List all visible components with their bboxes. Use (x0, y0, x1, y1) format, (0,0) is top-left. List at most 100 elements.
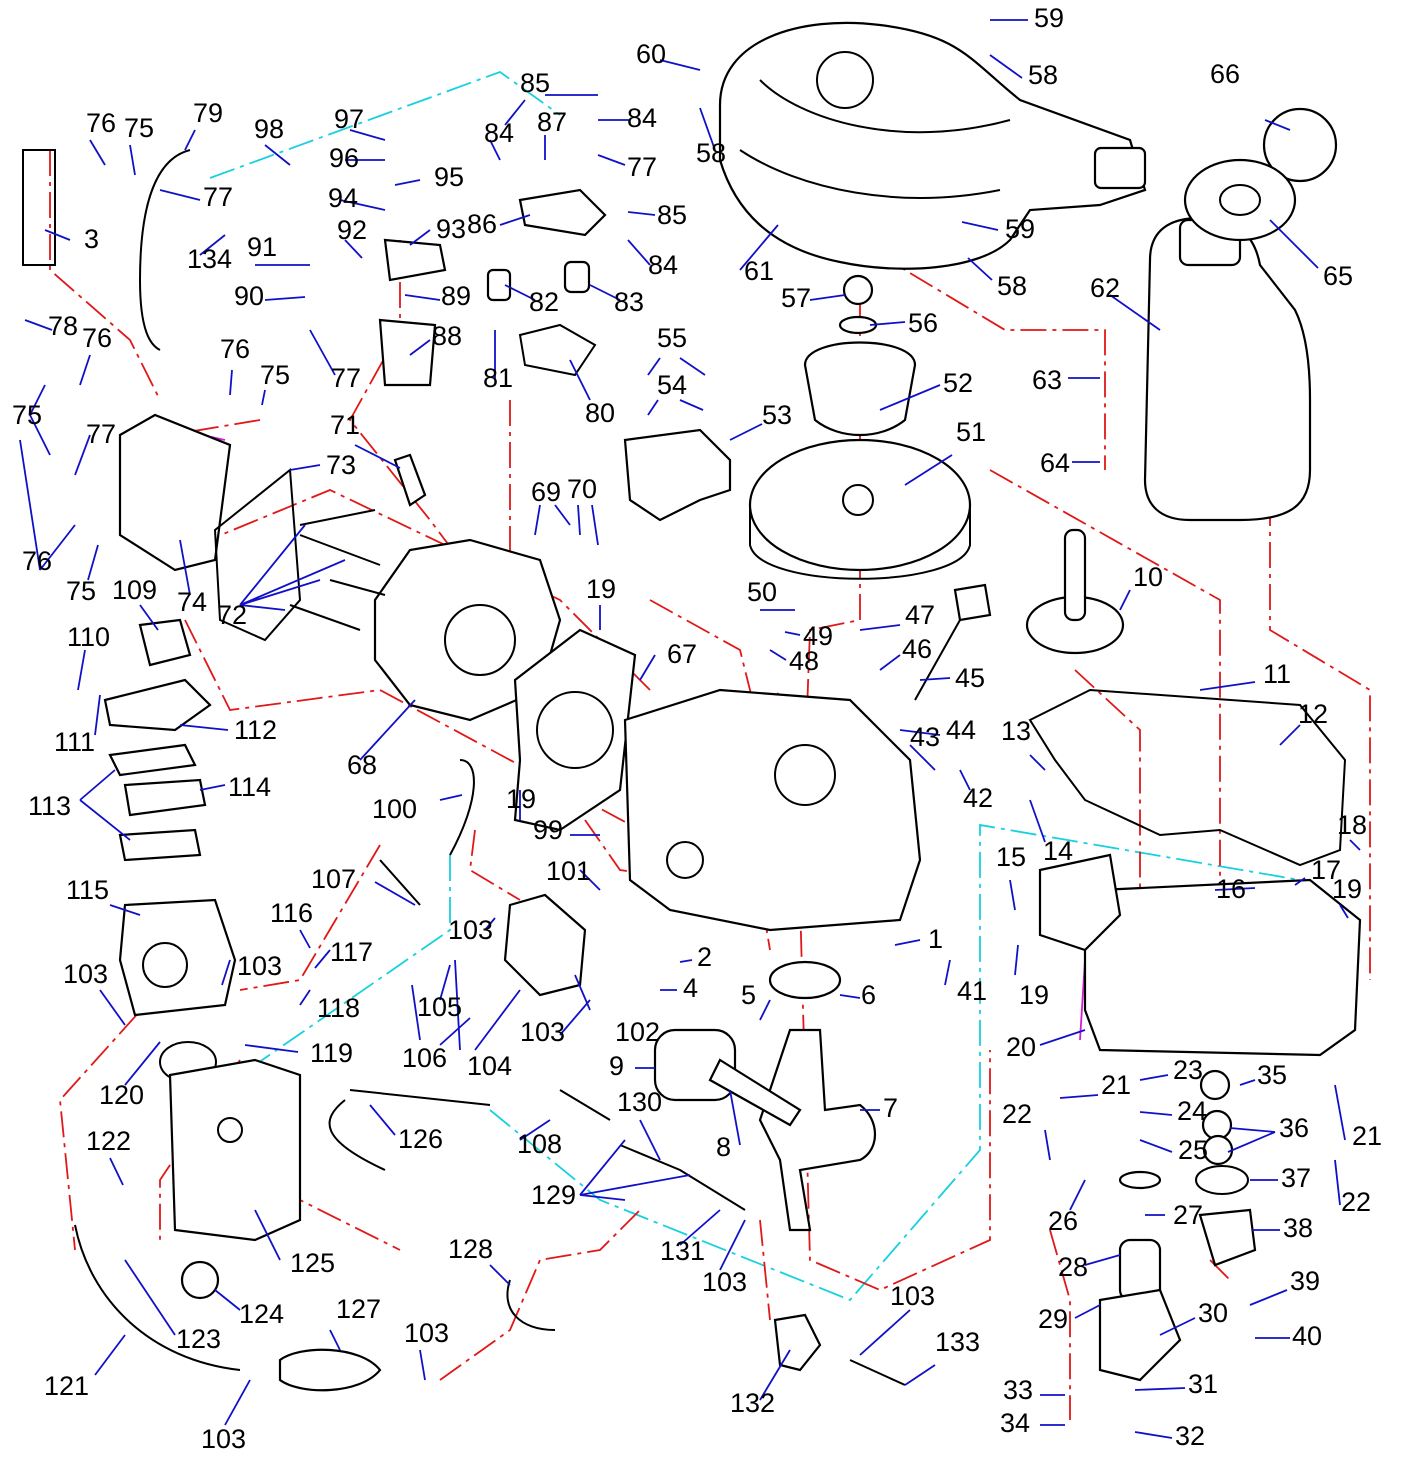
callout-label: 91 (247, 232, 277, 262)
callout-label: 55 (657, 323, 687, 353)
callout-label: 38 (1283, 1213, 1313, 1243)
callout-label: 26 (1048, 1206, 1078, 1236)
callout-label: 96 (329, 143, 359, 173)
callout-label: 56 (908, 308, 938, 338)
callout-label: 75 (12, 400, 42, 430)
callout-label: 83 (614, 287, 644, 317)
callout-label: 103 (201, 1424, 246, 1454)
callout-label: 114 (228, 772, 271, 802)
callout-label: 131 (660, 1236, 705, 1266)
callout-label: 70 (567, 474, 597, 504)
starter-handle (1093, 146, 1147, 190)
callout-label: 103 (404, 1318, 449, 1348)
crankshaft (758, 1028, 876, 1232)
callout-label: 59 (1034, 3, 1064, 33)
callout-label: 76 (82, 323, 112, 353)
lower-case (1083, 878, 1362, 1057)
callout-label: 22 (1341, 1187, 1371, 1217)
callout-label: 30 (1198, 1298, 1228, 1328)
callout-label: 126 (398, 1124, 443, 1154)
callout-label: 7 (883, 1093, 898, 1123)
hose (349, 1089, 491, 1106)
recoil-starter-housing (718, 21, 1147, 270)
callout-label: 4 (683, 973, 698, 1003)
connecting-rod (708, 1058, 802, 1127)
callout-label: 125 (290, 1248, 335, 1278)
callout-label: 120 (99, 1080, 144, 1110)
callout-label: 58 (696, 138, 726, 168)
callout-label: 87 (537, 107, 567, 137)
callout-label: 76 (22, 546, 52, 576)
callout-label: 106 (402, 1043, 447, 1073)
callout-label: 14 (1043, 836, 1073, 866)
parts (22, 21, 1362, 1392)
fuel-filter (773, 1313, 822, 1372)
callout-label: 97 (334, 104, 364, 134)
callout-label: 77 (86, 419, 116, 449)
callout-label: 67 (667, 639, 697, 669)
callout-label: 75 (260, 360, 290, 390)
callout-label: 103 (890, 1281, 935, 1311)
callout-label: 57 (781, 283, 811, 313)
callout-label: 99 (533, 815, 563, 845)
callout-label: 103 (702, 1267, 747, 1297)
callout-label: 34 (1000, 1408, 1030, 1438)
callout-label: 8 (716, 1132, 731, 1162)
callout-label: 5 (741, 980, 756, 1010)
callout-label: 31 (1188, 1369, 1218, 1399)
callout-label: 72 (217, 600, 247, 630)
valve-cover (118, 413, 232, 572)
callout-label: 78 (48, 311, 78, 341)
callout-label: 89 (441, 281, 471, 311)
callout-label: 49 (803, 621, 833, 651)
callout-label: 101 (546, 856, 591, 886)
callout-label: 66 (1210, 59, 1240, 89)
callout-label: 118 (317, 993, 360, 1023)
callout-label: 1 (928, 924, 943, 954)
lower-gasket (1028, 688, 1347, 867)
callout-label: 17 (1311, 855, 1341, 885)
callout-label: 127 (336, 1294, 381, 1324)
callout-label: 23 (1173, 1055, 1203, 1085)
callout-label: 104 (467, 1051, 512, 1081)
callout-label: 109 (112, 575, 157, 605)
callout-label: 54 (657, 370, 687, 400)
callout-label: 19 (586, 574, 616, 604)
callout-label: 65 (1323, 261, 1353, 291)
callout-label: 29 (1038, 1304, 1068, 1334)
callout-label: 88 (432, 321, 462, 351)
main-bearing (768, 960, 842, 1000)
callout-label: 24 (1177, 1096, 1207, 1126)
callout-label: 77 (203, 182, 233, 212)
valve-cover-gasket (213, 468, 302, 642)
callout-label: 112 (234, 715, 277, 745)
callout-label: 42 (963, 783, 993, 813)
callout-label: 25 (1178, 1135, 1208, 1165)
callout-label: 73 (326, 450, 356, 480)
hose (328, 1099, 386, 1171)
callout-label: 108 (517, 1129, 562, 1159)
callout-label: 90 (234, 281, 264, 311)
callout-label: 64 (1040, 448, 1070, 478)
callout-label: 20 (1006, 1032, 1036, 1062)
callout-label: 77 (331, 363, 361, 393)
callout-label: 98 (254, 114, 284, 144)
callout-label: 74 (177, 587, 207, 617)
callout-label: 41 (957, 976, 987, 1006)
head-gasket (513, 628, 637, 832)
callout-label: 32 (1175, 1421, 1205, 1451)
callout-label: 27 (1173, 1200, 1203, 1230)
spark-plug (393, 453, 427, 507)
callout-label: 80 (585, 398, 615, 428)
callout-label: 69 (531, 477, 561, 507)
callout-label: 19 (1019, 980, 1049, 1010)
primer-bulb (278, 1348, 382, 1392)
callout-label: 95 (434, 162, 464, 192)
callout-label: 103 (520, 1017, 565, 1047)
callout-label: 103 (237, 951, 282, 981)
callout-label: 58 (997, 271, 1027, 301)
callout-label: 60 (636, 39, 666, 69)
callout-label: 21 (1352, 1121, 1382, 1151)
